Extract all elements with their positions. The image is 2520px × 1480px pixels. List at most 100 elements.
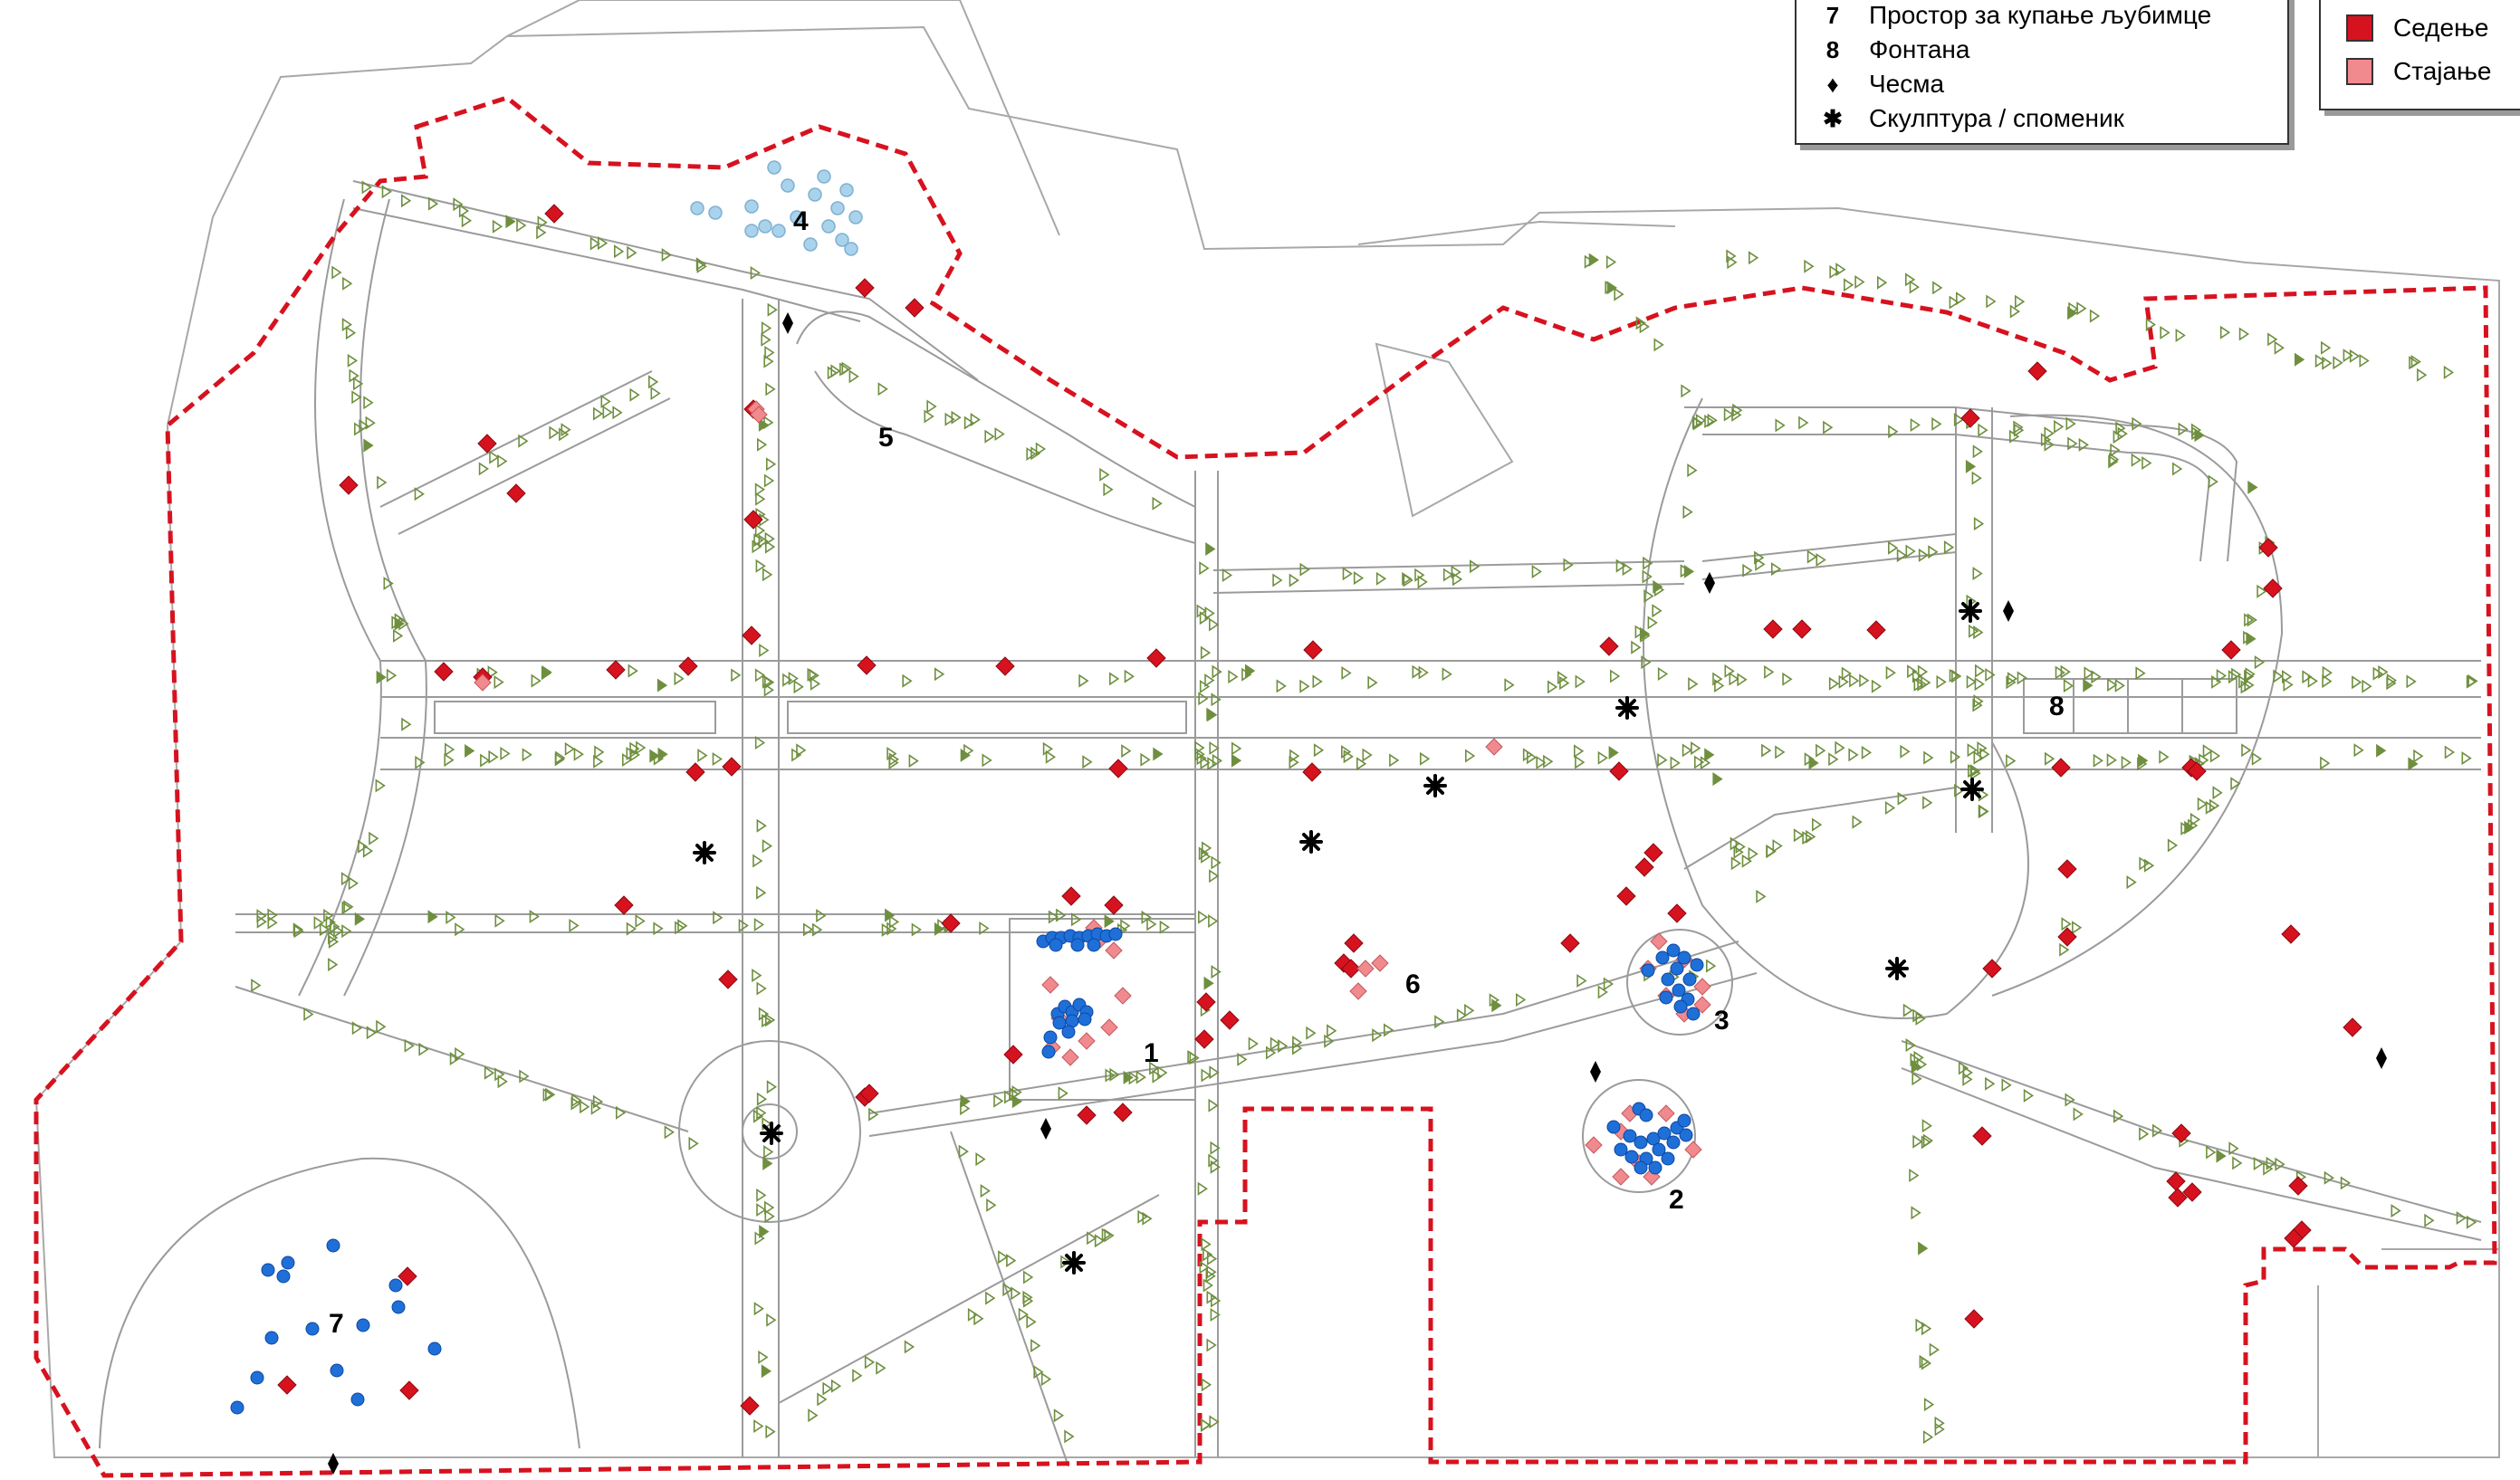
- walking-triangle: [1911, 1206, 1921, 1220]
- walking-triangle: [2093, 753, 2103, 768]
- walking-triangle: [541, 665, 552, 679]
- walking-triangle: [985, 1291, 996, 1305]
- walking-triangle: [1045, 750, 1057, 764]
- walking-triangle: [267, 908, 278, 922]
- walking-triangle: [2189, 812, 2201, 826]
- standing-diamond: [1585, 1136, 1603, 1154]
- walking-triangle: [1146, 917, 1157, 931]
- walking-triangle: [2060, 664, 2071, 679]
- walking-triangle: [1584, 254, 1595, 269]
- walking-triangle: [1222, 568, 1233, 582]
- walking-triangle: [2410, 355, 2421, 369]
- walking-triangle: [2307, 673, 2318, 688]
- walking-triangle: [1806, 549, 1818, 564]
- walking-triangle: [549, 425, 560, 440]
- walking-triangle: [1985, 1076, 1996, 1091]
- walking-triangle: [994, 427, 1005, 441]
- walking-triangle: [2001, 1078, 2012, 1093]
- walking-triangle: [1965, 459, 1977, 473]
- legend-label: Седење: [2393, 14, 2489, 42]
- sitting-diamond: [1344, 933, 1364, 953]
- walking-triangle: [752, 539, 762, 554]
- walking-triangle: [1210, 1141, 1221, 1155]
- legend-item-fountain: 8 Фонтана: [1797, 33, 1970, 67]
- sitting-diamond: [1196, 992, 1216, 1012]
- walking-triangle: [1915, 1318, 1926, 1332]
- walking-triangle: [2295, 352, 2305, 367]
- walking-triangle: [1403, 573, 1413, 587]
- walking-triangle: [1614, 287, 1624, 301]
- walking-triangle: [763, 354, 774, 368]
- walking-triangle: [2108, 454, 2119, 469]
- walking-triangle: [2467, 1215, 2477, 1229]
- walking-triangle: [2139, 856, 2150, 871]
- blue-point: [1049, 938, 1063, 952]
- walking-triangle: [766, 1313, 777, 1327]
- sitting-diamond: [859, 1084, 879, 1103]
- walking-triangle: [1775, 418, 1786, 433]
- walking-triangle: [1078, 673, 1089, 688]
- sitting-diamond: [857, 655, 877, 675]
- sitting-diamond: [855, 278, 875, 298]
- walking-triangle: [2231, 667, 2242, 682]
- walking-triangle: [1918, 1241, 1929, 1256]
- walking-triangle: [788, 672, 799, 685]
- walking-triangle: [2352, 675, 2362, 690]
- walking-triangle: [970, 413, 981, 427]
- walking-triangle: [1531, 565, 1542, 578]
- walking-triangle: [2073, 1107, 2084, 1122]
- walking-triangle: [594, 745, 605, 759]
- walking-triangle: [1465, 749, 1476, 763]
- walking-triangle: [2132, 416, 2142, 431]
- walking-triangle: [554, 752, 565, 767]
- walking-triangle: [1289, 749, 1300, 763]
- walking-triangle: [342, 276, 353, 291]
- walking-triangle: [697, 749, 708, 763]
- walking-triangle: [487, 665, 498, 680]
- walking-triangle: [816, 909, 827, 923]
- walking-triangle: [1849, 673, 1860, 688]
- walking-triangle: [852, 1369, 863, 1383]
- walking-triangle: [1605, 255, 1617, 269]
- walking-triangle: [366, 1026, 378, 1040]
- walking-triangle: [635, 914, 646, 928]
- walking-triangle: [1104, 1228, 1115, 1243]
- walking-triangle: [1071, 912, 1082, 927]
- legend-item-standing: Стајање: [2321, 54, 2491, 89]
- walking-triangle: [1011, 1085, 1022, 1099]
- walking-triangle: [2413, 749, 2424, 763]
- walking-triangle: [401, 194, 412, 208]
- walking-triangle: [1210, 1308, 1221, 1322]
- walking-triangle: [1888, 540, 1899, 555]
- walking-triangle: [1823, 420, 1834, 434]
- walking-triangle: [1299, 562, 1310, 577]
- walking-triangle: [1109, 1067, 1120, 1082]
- walking-triangle: [391, 616, 402, 630]
- walking-triangle: [2040, 433, 2052, 447]
- walking-triangle: [1936, 674, 1947, 689]
- walking-triangle: [614, 244, 625, 259]
- walking-triangle: [1657, 667, 1669, 681]
- walking-triangle: [2408, 757, 2419, 771]
- walking-triangle: [762, 674, 773, 689]
- walking-triangle: [1907, 664, 1918, 679]
- walking-triangle: [328, 931, 339, 945]
- walking-triangle: [1835, 740, 1845, 755]
- walking-triangle: [762, 839, 773, 854]
- walking-triangle: [446, 911, 456, 924]
- walking-triangle: [484, 1065, 495, 1080]
- walking-triangle: [2072, 921, 2083, 935]
- walking-triangle: [1977, 741, 1988, 756]
- walking-triangle: [1835, 263, 1846, 277]
- walking-triangle: [1087, 1231, 1097, 1246]
- walking-triangle: [766, 457, 777, 472]
- walking-triangle: [1943, 540, 1955, 555]
- walking-triangle: [1888, 425, 1899, 439]
- walking-triangle: [363, 438, 374, 453]
- walking-triangle: [2023, 1088, 2035, 1103]
- blue-point: [1108, 927, 1123, 941]
- walking-triangle: [1761, 743, 1772, 758]
- walking-triangle: [1207, 757, 1218, 771]
- walking-triangle: [1974, 677, 1985, 692]
- walking-triangle: [712, 752, 723, 766]
